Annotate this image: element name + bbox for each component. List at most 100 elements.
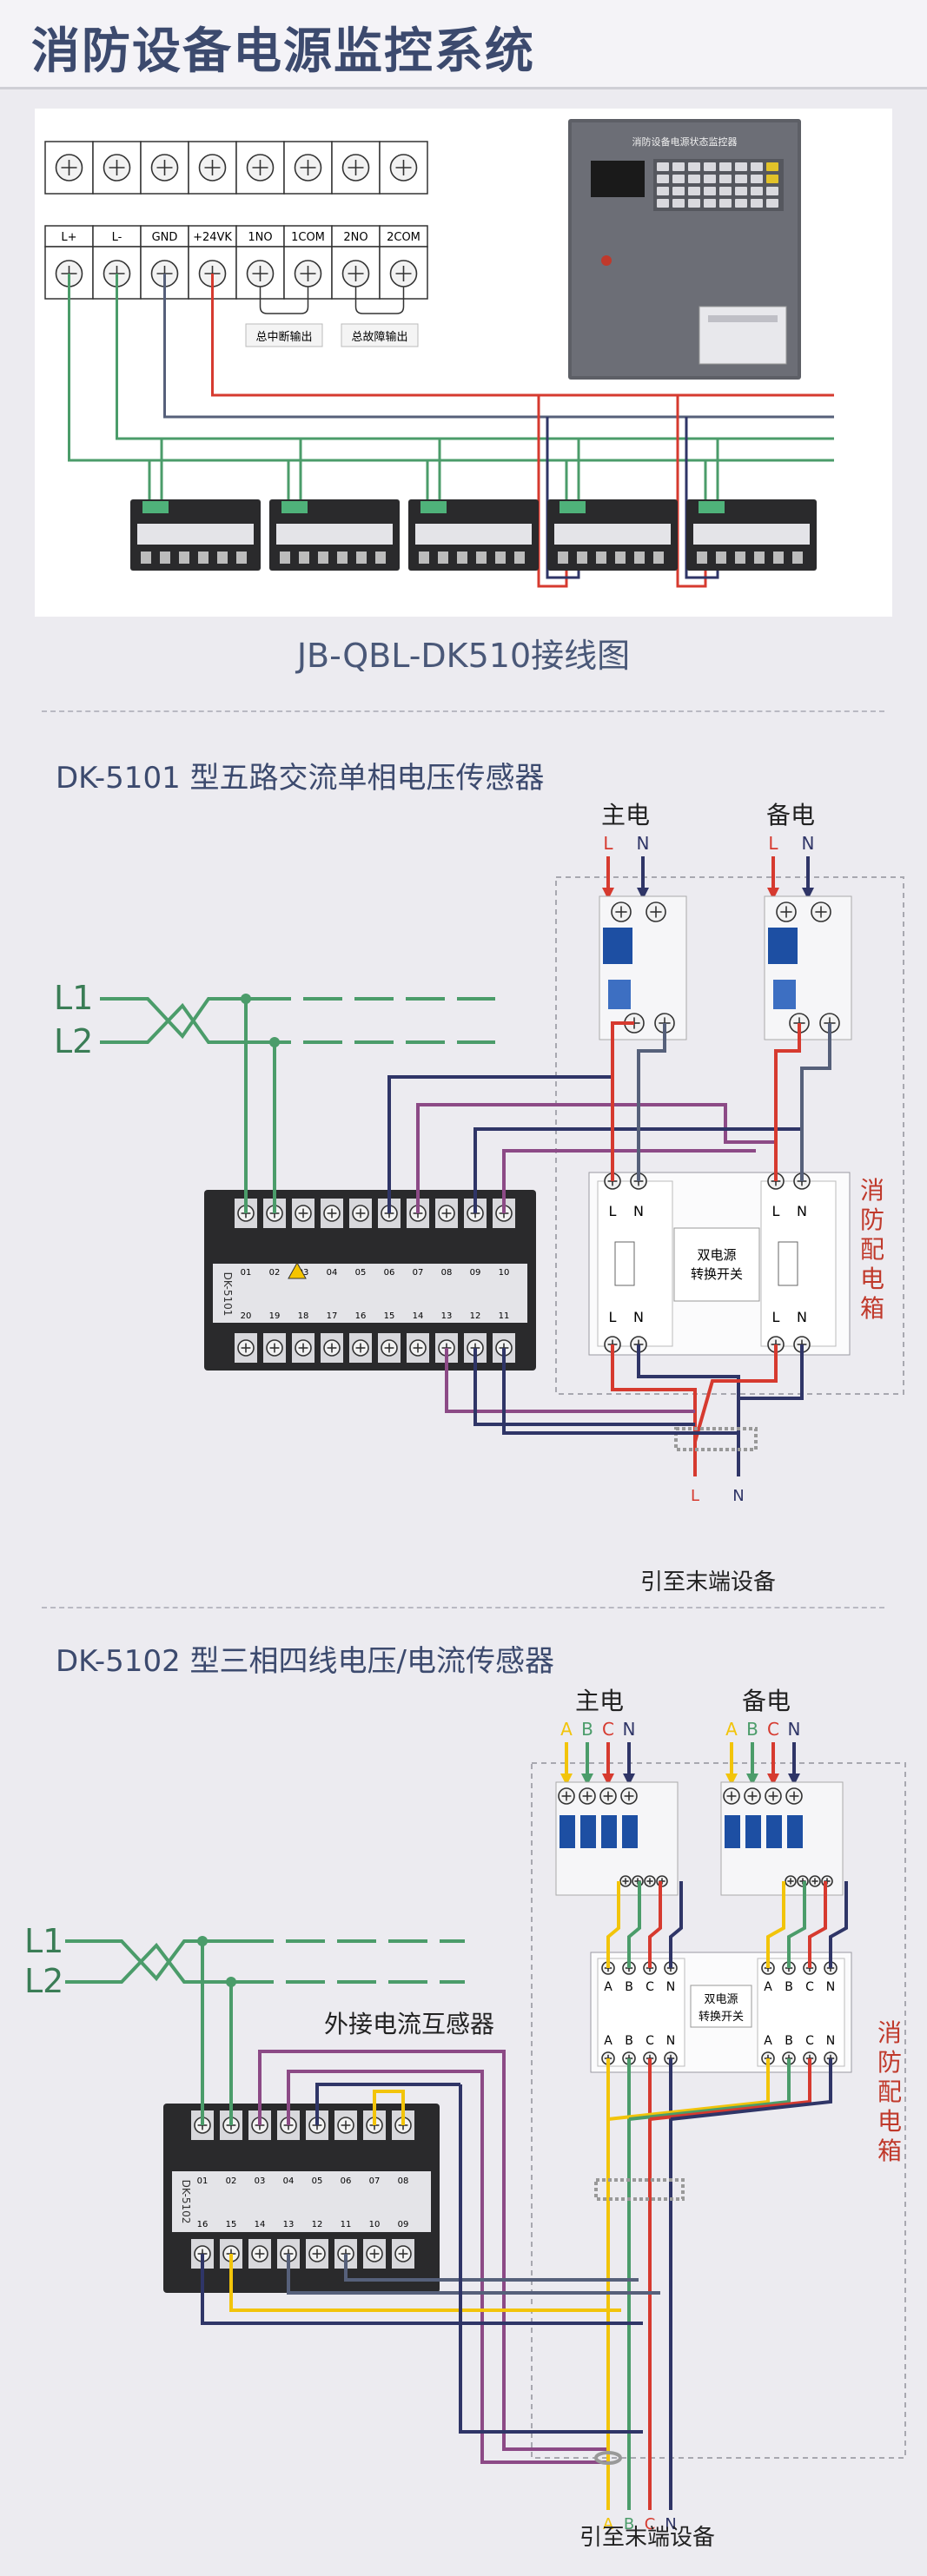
bus-label-l2: L2	[24, 1962, 63, 2000]
dual-power-transfer-switch: 双电源 转换开关	[588, 1172, 851, 1356]
ts-phase-label: N	[797, 1203, 807, 1219]
terminal-number: 16	[355, 1311, 367, 1321]
terminal-screw-icon	[323, 1339, 341, 1357]
distribution-box-outline	[555, 876, 904, 1395]
main-power-label: 主电	[601, 801, 650, 829]
terminal-number: 20	[241, 1311, 252, 1321]
main-power-label: 主电	[575, 1687, 624, 1715]
ts-phase-label: N	[666, 1980, 675, 1994]
header-divider	[0, 87, 927, 89]
terminal-label: 2COM	[387, 231, 420, 244]
terminal-number: 08	[441, 1268, 453, 1278]
switch-label-1: 双电源	[697, 1247, 736, 1263]
terminal-label: +24VK	[193, 231, 232, 244]
ts-phase-label: L	[609, 1309, 617, 1325]
ct-label: 外接电流互感器	[324, 2010, 494, 2038]
terminal-screw-icon	[409, 1339, 427, 1357]
terminal-number: 03	[298, 1268, 309, 1278]
phase-label: N	[802, 833, 815, 854]
ts-phase-label: N	[826, 1980, 835, 1994]
terminal-number: 10	[499, 1268, 510, 1278]
terminal-screw-icon	[611, 902, 632, 922]
warning-icon	[288, 1261, 307, 1279]
terminal-screw-icon	[381, 1339, 398, 1357]
terminal-screw-icon	[785, 1875, 797, 1887]
backup-power-label: 备电	[742, 1687, 791, 1715]
phase-label: L	[603, 833, 613, 854]
terminal-screw-icon	[599, 1787, 617, 1805]
terminal-label: 1NO	[248, 231, 272, 244]
phase-label: A	[560, 1719, 573, 1740]
bus-label-l1: L1	[24, 1922, 63, 1960]
section-divider	[42, 1607, 884, 1608]
phase-label: N	[788, 1719, 801, 1740]
terminal-screw-icon	[558, 1787, 575, 1805]
terminal-screw-icon	[103, 154, 131, 182]
ts-phase-label: C	[646, 2034, 654, 2048]
ts-phase-label: A	[604, 1980, 612, 1994]
terminal-screw-icon	[352, 1339, 369, 1357]
terminal-screw-icon	[294, 154, 322, 182]
module-model-text: DK-5102	[180, 2180, 192, 2224]
terminal-screw-icon	[389, 260, 418, 287]
terminal-number: 17	[327, 1311, 338, 1321]
output-label: 总故障输出	[351, 330, 407, 344]
terminal-screw-icon	[620, 1787, 638, 1805]
ts-phase-label: B	[625, 1980, 633, 1994]
phase-label: N	[637, 833, 650, 854]
terminal-number: 09	[470, 1268, 481, 1278]
terminal-screw-icon	[294, 260, 322, 287]
sensor-module	[130, 499, 261, 571]
terminal-number: 05	[312, 2176, 323, 2186]
terminal-screw-icon	[811, 902, 831, 922]
terminal-number: 01	[241, 1268, 252, 1278]
terminal-screw-icon	[389, 154, 418, 182]
terminal-number: 13	[283, 2220, 295, 2229]
terminal-number: 06	[384, 1268, 395, 1278]
terminal-number: 15	[384, 1311, 395, 1321]
dk5102-title: DK-5102 型三相四线电压/电流传感器	[56, 1644, 554, 1679]
terminal-screw-icon	[323, 1205, 341, 1222]
terminal-screw-icon	[809, 1875, 821, 1887]
terminal-number: 11	[341, 2220, 352, 2229]
terminal-screw-icon	[765, 1787, 782, 1805]
ts-phase-label: L	[609, 1203, 617, 1219]
terminal-number: 18	[298, 1311, 309, 1321]
terminal-number: 13	[441, 1311, 453, 1321]
terminal-number: 03	[255, 2176, 266, 2186]
terminal-screw-icon	[619, 1875, 632, 1887]
ts-phase-label: B	[625, 2034, 633, 2048]
terminal-label: GND	[152, 231, 178, 244]
sensor-module	[686, 499, 817, 571]
terminal-screw-icon	[579, 1787, 596, 1805]
terminal-screw-icon	[785, 1787, 803, 1805]
ts-phase-label: N	[633, 1309, 644, 1325]
terminal-screw-icon	[646, 902, 666, 922]
ts-phase-label: A	[604, 2034, 612, 2048]
terminal-screw-icon	[246, 154, 275, 182]
terminal-screw-icon	[341, 260, 370, 287]
dk510-caption: JB-QBL-DK510接线图	[296, 637, 631, 675]
terminal-screw-icon	[352, 1205, 369, 1222]
page-title: 消防设备电源监控系统	[31, 23, 535, 80]
terminal-screw-icon	[394, 2245, 412, 2262]
ts-phase-label: A	[764, 1980, 772, 1994]
switch-label-2: 转换开关	[699, 2011, 744, 2024]
ts-phase-label: L	[772, 1203, 780, 1219]
terminal-number: 04	[283, 2176, 295, 2186]
box-label: 消防配电箱	[877, 2018, 902, 2165]
terminal-screw-icon	[266, 1339, 283, 1357]
output-label: 总中断输出	[255, 330, 312, 344]
terminal-number: 14	[255, 2220, 266, 2229]
ts-phase-label: B	[785, 2034, 793, 2048]
terminal-screw-icon	[295, 1205, 312, 1222]
terminal-number: 04	[327, 1268, 338, 1278]
terminal-label: 1COM	[291, 231, 325, 244]
ts-phase-label: N	[797, 1309, 807, 1325]
status-monitor-controller: 消防设备电源状态监控器	[568, 119, 801, 380]
terminal-screw-icon	[337, 2117, 354, 2134]
